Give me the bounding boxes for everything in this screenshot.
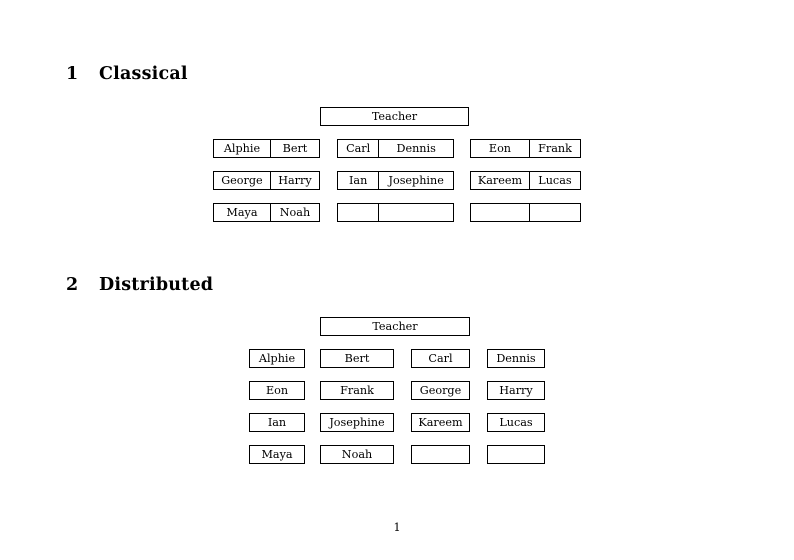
student-group-row[interactable]: Ian Josephine (337, 171, 454, 190)
teacher-box-distributed[interactable]: Teacher (320, 317, 470, 336)
student-cell[interactable]: Alphie (223, 141, 261, 155)
student-cell[interactable]: Noah (269, 204, 319, 221)
section-title: Distributed (99, 275, 214, 295)
student-cell[interactable] (471, 204, 529, 221)
section-heading-classical: 1 Classical (66, 64, 188, 84)
student-cell[interactable]: Dennis (378, 140, 453, 157)
teacher-box-classical[interactable]: Teacher (320, 107, 469, 126)
student-cell[interactable] (378, 204, 453, 221)
student-box[interactable]: Bert (320, 349, 394, 368)
student-group-row[interactable]: Eon Frank (470, 139, 581, 158)
student-group-row[interactable] (337, 203, 454, 222)
section-number: 1 (66, 64, 79, 84)
section-title: Classical (99, 64, 188, 84)
student-box[interactable] (487, 445, 545, 464)
student-group-row[interactable]: Alphie Bert (213, 139, 320, 158)
student-box[interactable]: Lucas (487, 413, 545, 432)
student-box[interactable]: Josephine (320, 413, 394, 432)
student-cell[interactable]: Carl (346, 141, 371, 155)
student-box[interactable]: Kareem (411, 413, 470, 432)
section-number: 2 (66, 275, 79, 295)
student-cell[interactable] (338, 204, 378, 221)
student-cell[interactable]: Frank (528, 140, 580, 157)
student-box[interactable]: Frank (320, 381, 394, 400)
student-group-row[interactable]: Carl Dennis (337, 139, 454, 158)
student-box[interactable]: Dennis (487, 349, 545, 368)
student-cell[interactable] (528, 204, 580, 221)
student-group-row[interactable]: George Harry (213, 171, 320, 190)
student-box[interactable]: George (411, 381, 470, 400)
student-box[interactable]: Alphie (249, 349, 305, 368)
student-cell[interactable]: Eon (488, 141, 512, 155)
student-cell[interactable]: Maya (226, 205, 258, 219)
student-box[interactable]: Maya (249, 445, 305, 464)
student-cell[interactable]: Lucas (528, 172, 580, 189)
student-box[interactable]: Noah (320, 445, 394, 464)
student-box[interactable]: Harry (487, 381, 545, 400)
student-box[interactable]: Eon (249, 381, 305, 400)
student-group-row[interactable] (470, 203, 581, 222)
student-cell[interactable]: Ian (349, 173, 368, 187)
page-number: 1 (393, 521, 401, 534)
student-cell[interactable]: Harry (269, 172, 319, 189)
section-heading-distributed: 2 Distributed (66, 275, 213, 295)
student-box[interactable]: Carl (411, 349, 470, 368)
student-cell[interactable]: Kareem (477, 173, 523, 187)
student-group-row[interactable]: Maya Noah (213, 203, 320, 222)
student-box[interactable]: Ian (249, 413, 305, 432)
student-cell[interactable]: Josephine (378, 172, 453, 189)
student-cell[interactable]: Bert (269, 140, 319, 157)
student-box[interactable] (411, 445, 470, 464)
student-group-row[interactable]: Kareem Lucas (470, 171, 581, 190)
student-cell[interactable]: George (221, 173, 263, 187)
